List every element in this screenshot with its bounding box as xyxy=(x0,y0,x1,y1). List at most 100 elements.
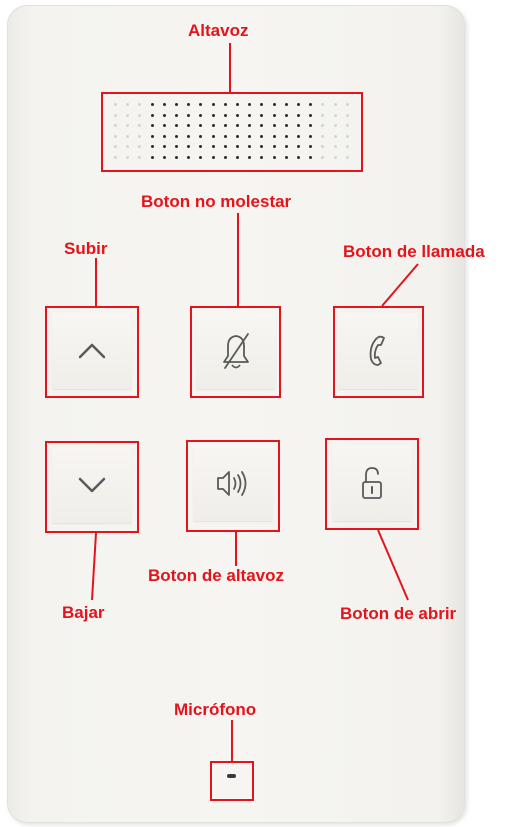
grille-hole xyxy=(150,113,154,117)
grille-hole xyxy=(175,155,178,159)
grille-hole xyxy=(211,134,215,138)
speaker-button-highlight-box xyxy=(186,440,280,532)
grille-hole xyxy=(297,103,300,106)
grille-hole xyxy=(321,113,325,117)
label-altavoz: Altavoz xyxy=(188,21,249,40)
grille-hole xyxy=(138,103,142,106)
grille-hole xyxy=(126,103,130,106)
grille-hole xyxy=(199,145,203,148)
grille-hole xyxy=(114,145,117,148)
grille-hole xyxy=(345,134,349,138)
grille-hole xyxy=(114,113,117,117)
grille-hole xyxy=(175,103,178,106)
grille-hole xyxy=(162,155,166,159)
do-not-disturb-button[interactable] xyxy=(196,313,276,389)
grille-hole xyxy=(223,124,227,127)
grille-hole xyxy=(126,113,130,117)
grille-hole xyxy=(309,103,313,106)
grille-hole xyxy=(126,124,130,127)
volume-up-highlight-box xyxy=(45,306,139,398)
grille-hole xyxy=(248,124,252,127)
grille-hole xyxy=(236,134,239,138)
grille-hole xyxy=(321,145,325,148)
grille-hole xyxy=(309,155,313,159)
do-not-disturb-highlight-box xyxy=(190,306,281,398)
grille-hole xyxy=(114,134,117,138)
grille-hole xyxy=(236,155,239,159)
grille-hole xyxy=(199,103,203,106)
grille-hole xyxy=(236,145,239,148)
grille-hole xyxy=(284,145,288,148)
label-no-molestar: Boton no molestar xyxy=(141,192,292,211)
grille-hole xyxy=(150,103,154,106)
grille-hole xyxy=(333,103,337,106)
grille-hole xyxy=(211,113,215,117)
volume-down-button[interactable] xyxy=(52,447,132,523)
grille-hole xyxy=(284,124,288,127)
grille-hole xyxy=(162,145,166,148)
grille-hole xyxy=(248,113,252,117)
unlock-icon xyxy=(362,467,382,499)
grille-hole xyxy=(162,113,166,117)
grille-hole xyxy=(345,145,349,148)
grille-hole xyxy=(333,124,337,127)
grille-hole xyxy=(223,103,227,106)
grille-hole xyxy=(150,155,154,159)
grille-hole xyxy=(126,134,130,138)
grille-hole xyxy=(223,113,227,117)
grille-hole xyxy=(175,124,178,127)
grille-hole xyxy=(187,155,191,159)
speaker-button[interactable] xyxy=(193,445,273,521)
grille-hole xyxy=(236,113,239,117)
grille-hole xyxy=(272,124,276,127)
grille-hole xyxy=(260,155,264,159)
grille-hole xyxy=(199,134,203,138)
label-bajar: Bajar xyxy=(62,603,105,622)
label-llamada: Boton de llamada xyxy=(343,242,485,261)
speaker-volume-icon xyxy=(217,471,247,496)
grille-hole xyxy=(248,134,252,138)
grille-hole xyxy=(284,113,288,117)
grille-hole xyxy=(126,155,130,159)
grille-hole xyxy=(321,124,325,127)
call-button[interactable] xyxy=(338,313,418,389)
unlock-button[interactable] xyxy=(332,445,412,521)
grille-hole xyxy=(150,145,154,148)
grille-hole xyxy=(150,134,154,138)
microphone-hole xyxy=(227,774,236,778)
grille-hole xyxy=(333,145,337,148)
grille-hole xyxy=(272,134,276,138)
volume-up-button[interactable] xyxy=(52,313,132,389)
call-highlight-box xyxy=(333,306,424,398)
grille-hole xyxy=(175,145,178,148)
grille-hole xyxy=(138,134,142,138)
grille-hole xyxy=(284,155,288,159)
grille-hole xyxy=(187,145,191,148)
grille-hole xyxy=(211,155,215,159)
unlock-highlight-box xyxy=(325,438,419,530)
phone-handset-icon xyxy=(369,335,385,366)
bell-off-icon xyxy=(223,333,249,369)
label-subir: Subir xyxy=(64,239,108,258)
speaker-highlight-box xyxy=(101,92,363,172)
grille-hole xyxy=(345,155,349,159)
grille-hole xyxy=(248,145,252,148)
grille-hole xyxy=(284,134,288,138)
grille-hole xyxy=(236,103,239,106)
grille-hole xyxy=(272,113,276,117)
grille-hole xyxy=(260,145,264,148)
label-microfono: Micrófono xyxy=(174,700,257,719)
volume-down-highlight-box xyxy=(45,441,139,533)
grille-hole xyxy=(260,134,264,138)
grille-hole xyxy=(309,124,313,127)
grille-hole xyxy=(138,124,142,127)
grille-hole xyxy=(162,124,166,127)
grille-hole xyxy=(333,113,337,117)
grille-hole xyxy=(211,103,215,106)
grille-hole xyxy=(309,145,313,148)
grille-hole xyxy=(297,145,300,148)
grille-hole xyxy=(345,124,349,127)
chevron-down-icon xyxy=(78,477,106,493)
grille-hole xyxy=(114,155,117,159)
